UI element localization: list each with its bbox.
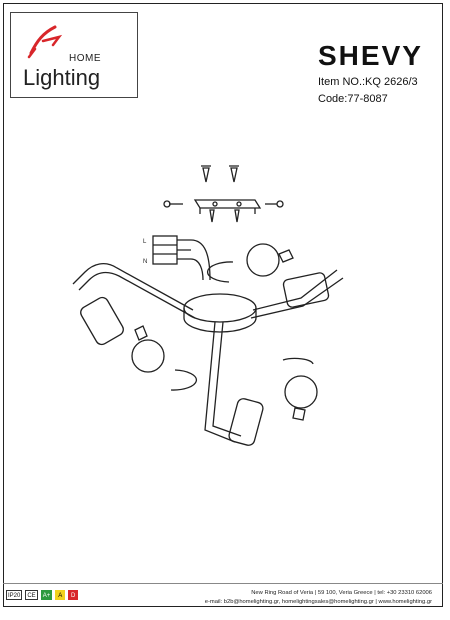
page-frame [3, 3, 443, 607]
badge-ce: CE [25, 590, 38, 600]
item-number: Item NO.:KQ 2626/3 [318, 76, 418, 88]
badge-energy-a-plus: A+ [40, 590, 53, 600]
footer-divider [3, 583, 443, 584]
badge-energy-d: D [68, 590, 79, 600]
mounting-bracket [193, 199, 262, 223]
bulb-icon [246, 243, 294, 277]
certification-badges: IP20 CE A+ A D [6, 590, 79, 600]
terminal-block: L N [143, 235, 191, 265]
badge-energy-a: A [55, 590, 66, 600]
footer-address: New Ring Road of Veria | 59 100, Veria G… [251, 590, 432, 596]
logo-home-text: HOME [69, 53, 101, 64]
logo-figure-icon [27, 25, 63, 59]
brand-logo: HOME Lighting [10, 12, 138, 98]
rotate-arrow-icon [170, 369, 198, 391]
footer-contact: New Ring Road of Veria | 59 100, Veria G… [205, 589, 432, 607]
wiring-label-L: L [143, 239, 147, 245]
arm-left [72, 262, 196, 346]
badge-ip: IP20 [6, 590, 23, 600]
wiring-label-N: N [143, 259, 147, 265]
arm-right [250, 269, 344, 319]
screw-icon [229, 165, 239, 183]
wall-plug-icon [163, 200, 183, 208]
assembly-diagram: L N [72, 165, 344, 446]
product-code: Code:77-8087 [318, 93, 388, 105]
bulb-icon [131, 325, 165, 373]
product-name: SHEVY [318, 40, 423, 71]
bulb-icon [284, 375, 318, 421]
footer-emails: e-mail: b2b@homelighting.gr, homelightin… [204, 599, 432, 605]
canopy [183, 293, 257, 333]
logo-lighting-text: Lighting [23, 65, 101, 90]
arm-bottom [204, 321, 264, 446]
wall-plug-icon [265, 200, 284, 208]
rotate-arrow-icon [282, 357, 314, 365]
rotate-arrow-icon [206, 261, 234, 283]
screw-icon [201, 165, 211, 183]
